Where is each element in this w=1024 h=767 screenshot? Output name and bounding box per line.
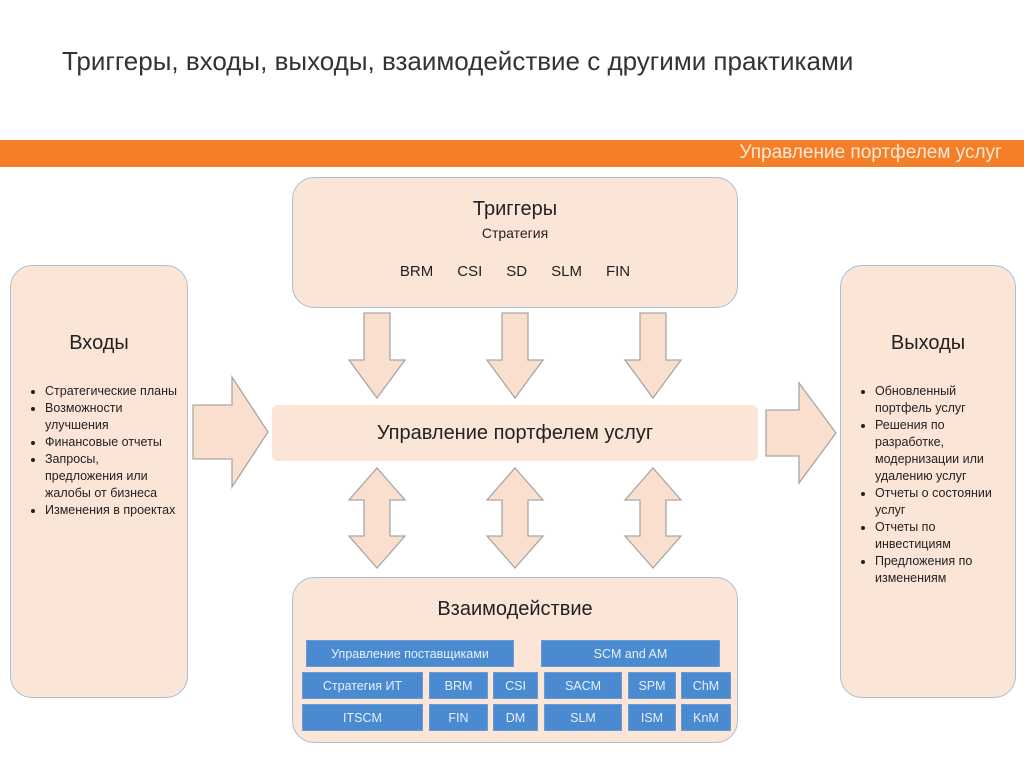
outputs-heading: Выходы — [890, 332, 966, 354]
practice-cell: SCM and AM — [541, 640, 720, 667]
down-arrow-2 — [485, 312, 545, 400]
down-arrow-1 — [347, 312, 407, 400]
practice-cell: Стратегия ИТ — [302, 672, 423, 699]
input-item: Финансовые отчеты — [45, 434, 179, 451]
slide-title: Триггеры, входы, выходы, взаимодействие … — [62, 46, 854, 76]
trigger-item: SLM — [551, 263, 582, 280]
practice-cell: SACM — [544, 672, 622, 699]
trigger-item: SD — [506, 263, 528, 280]
double-arrow-1 — [347, 467, 407, 569]
practice-cell: FIN — [429, 704, 488, 731]
practice-cell: DM — [493, 704, 538, 731]
double-arrow-3 — [623, 467, 683, 569]
input-item: Запросы, предложения или жалобы от бизне… — [45, 451, 179, 502]
down-arrow-3 — [623, 312, 683, 400]
practice-cell: BRM — [429, 672, 488, 699]
input-item: Возможности улучшения — [45, 400, 179, 434]
right-arrow-out — [765, 381, 837, 485]
inputs-box: Входы Стратегические планы Возможности у… — [10, 265, 188, 698]
trigger-item: CSI — [457, 263, 483, 280]
output-item: Отчеты по инвестициям — [875, 519, 1007, 553]
input-item: Изменения в проектах — [45, 502, 179, 519]
trigger-item: BRM — [399, 263, 434, 280]
right-arrow-in — [192, 374, 269, 490]
output-item: Предложения по изменениям — [875, 553, 1007, 587]
practice-cell: KnM — [681, 704, 731, 731]
practice-cell: SPM — [628, 672, 676, 699]
triggers-box: Триггеры Стратегия BRM CSI SD SLM FIN — [292, 177, 738, 308]
practice-cell: ChM — [681, 672, 731, 699]
output-item: Обновленный портфель услуг — [875, 383, 1007, 417]
inputs-heading: Входы — [69, 332, 129, 354]
input-item: Стратегические планы — [45, 383, 179, 400]
practice-cell: CSI — [493, 672, 538, 699]
practice-cell: Управление поставщиками — [306, 640, 514, 667]
practice-cell: ITSCM — [302, 704, 423, 731]
center-process: Управление портфелем услуг — [272, 405, 758, 461]
header-band: Управление портфелем услуг — [0, 140, 1024, 167]
interaction-heading: Взаимодействие — [437, 598, 593, 620]
output-item: Отчеты о состоянии услуг — [875, 485, 1007, 519]
output-item: Решения по разработке, модернизации или … — [875, 417, 1007, 485]
practice-cell: SLM — [544, 704, 622, 731]
practice-cell: ISM — [628, 704, 676, 731]
band-label: Управление портфелем услуг — [739, 142, 1002, 163]
triggers-heading: Триггеры — [472, 198, 558, 220]
trigger-item: FIN — [605, 263, 631, 280]
double-arrow-2 — [485, 467, 545, 569]
outputs-box: Выходы Обновленный портфель услуг Решени… — [840, 265, 1016, 698]
triggers-subheading: Стратегия — [481, 225, 549, 241]
center-label: Управление портфелем услуг — [376, 421, 654, 444]
